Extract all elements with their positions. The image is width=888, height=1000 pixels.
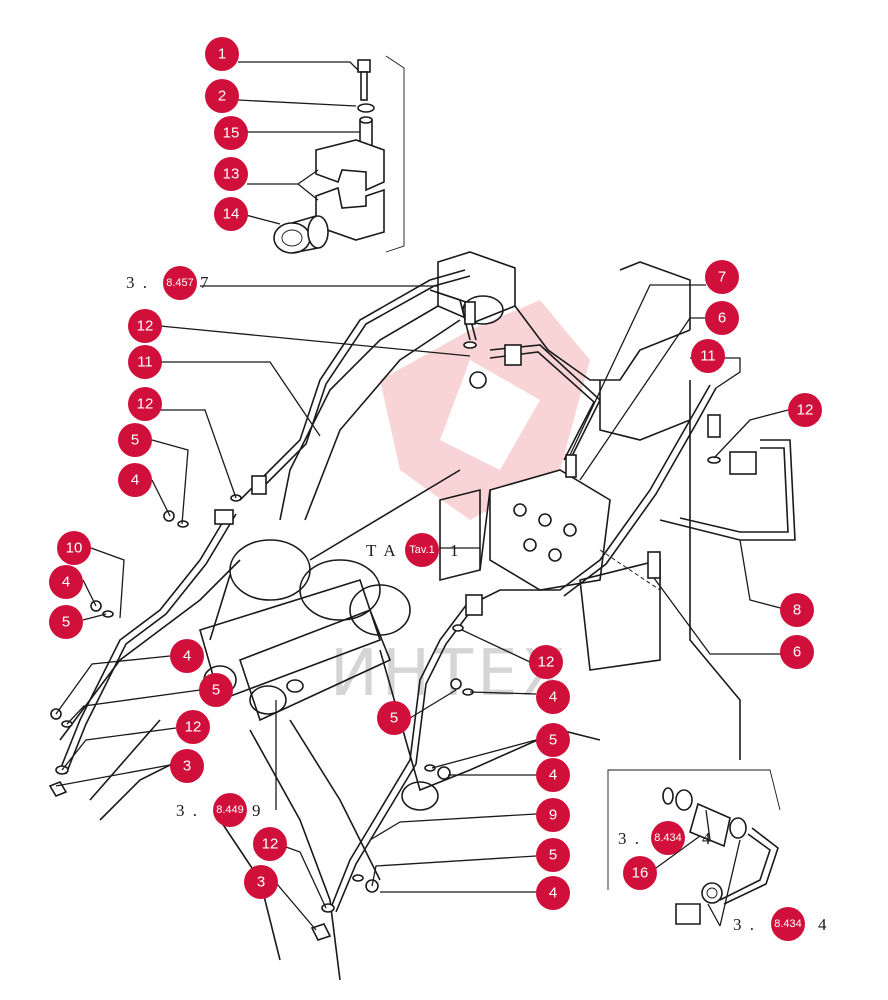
- callout-4: 4: [536, 758, 570, 792]
- svg-text:8.434: 8.434: [654, 832, 682, 844]
- svg-text:9: 9: [549, 807, 557, 824]
- svg-text:3 .: 3 .: [126, 273, 149, 292]
- svg-text:15: 15: [223, 125, 240, 142]
- svg-text:13: 13: [223, 166, 240, 183]
- svg-text:5: 5: [131, 432, 139, 449]
- callout-6: 6: [705, 301, 739, 335]
- svg-text:10: 10: [66, 540, 83, 557]
- svg-text:T A: T A: [366, 541, 398, 560]
- callout-4: 4: [170, 639, 204, 673]
- callout-14: 14: [214, 197, 248, 231]
- callout-3: 3: [244, 865, 278, 899]
- callout-5: 5: [536, 838, 570, 872]
- svg-text:Tav.1: Tav.1: [409, 544, 434, 556]
- svg-text:6: 6: [718, 310, 726, 327]
- leader-lines: [55, 61, 789, 931]
- reference-449: 3 . 8.449 9: [176, 793, 263, 827]
- svg-text:5: 5: [212, 682, 220, 699]
- svg-text:4: 4: [702, 829, 713, 848]
- reference-434-b: 3 . 8.434 4: [733, 907, 829, 941]
- callout-2: 2: [205, 79, 239, 113]
- callout-4: 4: [49, 565, 83, 599]
- svg-text:4: 4: [818, 915, 829, 934]
- callout-12: 12: [529, 645, 563, 679]
- svg-text:12: 12: [137, 318, 154, 335]
- callout-12: 12: [253, 827, 287, 861]
- reference-434-a: 3 . 8.434 4: [618, 821, 713, 855]
- reference-457: 3 . 8.457 7: [126, 266, 211, 300]
- svg-text:3 .: 3 .: [618, 829, 641, 848]
- svg-text:12: 12: [538, 654, 555, 671]
- svg-text:3 .: 3 .: [176, 801, 199, 820]
- callout-badges: 1 2 15 13 14 12 11 12 5 4 10 4 5 4 5 12 …: [49, 37, 822, 910]
- callout-8: 8: [780, 593, 814, 627]
- callout-5: 5: [49, 605, 83, 639]
- callout-12: 12: [788, 393, 822, 427]
- callout-10: 10: [57, 531, 91, 565]
- svg-text:7: 7: [200, 273, 211, 292]
- svg-text:4: 4: [131, 472, 139, 489]
- svg-text:3: 3: [183, 758, 191, 775]
- callout-4: 4: [536, 680, 570, 714]
- callout-3: 3: [170, 749, 204, 783]
- callout-15: 15: [214, 116, 248, 150]
- inset-fitting-assembly: [607, 769, 781, 925]
- svg-text:11: 11: [700, 348, 716, 365]
- svg-text:8: 8: [793, 602, 801, 619]
- svg-text:1: 1: [218, 46, 226, 63]
- svg-text:8.434: 8.434: [774, 918, 802, 930]
- svg-text:3 .: 3 .: [733, 915, 756, 934]
- svg-text:5: 5: [62, 614, 70, 631]
- svg-text:2: 2: [218, 88, 226, 105]
- callout-13: 13: [214, 157, 248, 191]
- hydraulic-lines: [59, 269, 796, 913]
- callout-11: 11: [128, 345, 162, 379]
- callout-4: 4: [118, 463, 152, 497]
- svg-text:4: 4: [62, 574, 70, 591]
- callout-12: 12: [176, 710, 210, 744]
- svg-text:14: 14: [223, 206, 240, 223]
- svg-text:4: 4: [549, 885, 557, 902]
- svg-text:11: 11: [137, 354, 153, 371]
- svg-text:16: 16: [632, 865, 649, 882]
- svg-text:8.449: 8.449: [216, 804, 244, 816]
- svg-text:1: 1: [450, 541, 461, 560]
- svg-text:9: 9: [252, 801, 263, 820]
- watermark-logo: [380, 300, 590, 520]
- callout-5: 5: [118, 423, 152, 457]
- svg-text:5: 5: [549, 847, 557, 864]
- svg-text:3: 3: [257, 874, 265, 891]
- svg-text:5: 5: [549, 732, 557, 749]
- svg-text:4: 4: [549, 767, 557, 784]
- callout-12: 12: [128, 309, 162, 343]
- callout-12: 12: [128, 387, 162, 421]
- clamp-assembly: [273, 55, 405, 254]
- svg-text:4: 4: [183, 648, 191, 665]
- svg-text:5: 5: [390, 710, 398, 727]
- fittings: [48, 301, 757, 941]
- watermark-text: ИНТЕХ: [330, 637, 569, 711]
- svg-text:4: 4: [549, 689, 557, 706]
- svg-text:6: 6: [793, 644, 801, 661]
- svg-text:8.457: 8.457: [166, 277, 194, 289]
- svg-text:12: 12: [262, 836, 279, 853]
- callout-5: 5: [536, 723, 570, 757]
- callout-9: 9: [536, 798, 570, 832]
- callout-5: 5: [199, 673, 233, 707]
- svg-text:7: 7: [718, 269, 726, 286]
- callout-4: 4: [536, 876, 570, 910]
- callout-1: 1: [205, 37, 239, 71]
- callout-5: 5: [377, 701, 411, 735]
- svg-text:12: 12: [797, 402, 814, 419]
- svg-text:12: 12: [185, 719, 202, 736]
- control-valve-block: [439, 469, 661, 671]
- callout-6: 6: [780, 635, 814, 669]
- reference-tav: T A Tav.1 1: [366, 533, 461, 567]
- callout-11: 11: [691, 339, 725, 373]
- callout-7: 7: [705, 260, 739, 294]
- callout-16: 16: [623, 856, 657, 890]
- svg-text:12: 12: [137, 396, 154, 413]
